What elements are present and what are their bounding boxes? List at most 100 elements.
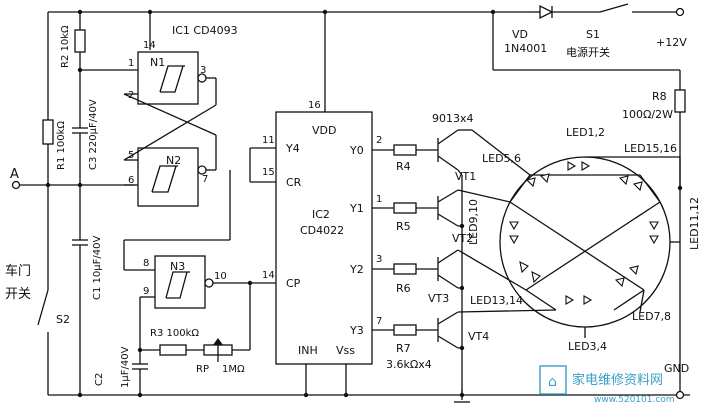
c1-label: C1 10μF/40V	[92, 236, 103, 300]
inh-label: INH	[298, 344, 318, 357]
pin-15-label: 15	[262, 167, 275, 178]
v12-label: +12V	[656, 36, 687, 49]
y3-label: Y3	[349, 324, 364, 337]
vt4-label: VT4	[468, 330, 489, 343]
led-ring: LED1,2 LED15,16 LED5,6 LED9,10 LED13,14 …	[457, 126, 701, 353]
gate-n1: N1 1 2 3	[80, 51, 216, 105]
rp-value: 1MΩ	[222, 364, 245, 375]
n3-label: N3	[170, 260, 185, 273]
pin-3-label: 3	[200, 65, 206, 76]
r6-label: R6	[396, 282, 411, 295]
cp-pin-label: 14	[262, 270, 275, 281]
c3-label: C3 220μF/40V	[88, 99, 99, 170]
vt1-label: VT1	[455, 170, 476, 183]
timing-network: R3 100kΩ RP 1MΩ C2 1μF/40V	[94, 283, 251, 395]
out-pin-1: 1	[376, 194, 382, 205]
vd-part: 1N4001	[504, 42, 547, 55]
led-1-2-label: LED1,2	[566, 126, 605, 139]
s2-label: S2	[56, 313, 70, 326]
led-1-2	[567, 161, 591, 171]
ic1-label-group: IC1 CD4093 14	[143, 24, 238, 51]
out-pin-7: 7	[376, 316, 382, 327]
resistor-r1: R1 100kΩ	[42, 119, 67, 185]
pin-1-label: 1	[128, 58, 134, 69]
r8-label: R8	[652, 90, 667, 103]
led-5-6-label: LED5,6	[482, 152, 521, 165]
n1-label: N1	[150, 56, 165, 69]
door-label-1: 车门	[5, 263, 31, 279]
vss-label: Vss	[336, 344, 355, 357]
led-7-8-label: LED7,8	[632, 310, 671, 323]
capacitor-c3: C3 220μF/40V	[72, 70, 99, 185]
door-switch-s2[interactable]: 车门 开关 S2	[5, 185, 70, 395]
r8-value: 100Ω/2W	[622, 108, 673, 121]
transistor-type-label: 9013x4	[432, 112, 474, 125]
led-15-16-label: LED15,16	[624, 142, 677, 155]
ic1-label: IC1 CD4093	[172, 24, 238, 37]
r7-label: R7	[396, 342, 411, 355]
led-13-14	[519, 261, 541, 284]
power-input: VD 1N4001 S1 电源开关 +12V R8 100Ω/2W GND	[325, 3, 689, 400]
y4-label: Y4	[285, 142, 300, 155]
out-pin-3: 3	[376, 254, 382, 265]
pin-7-label: 7	[202, 174, 208, 185]
r1-label: R1 100kΩ	[56, 121, 67, 170]
led-15-16	[618, 175, 643, 192]
output-stage: 9013x4 2 R4 VT1 1 R5 VT2 3 R6 VT3	[372, 112, 690, 398]
r3-label: R3 100kΩ	[150, 328, 199, 339]
resistor-r2: R2 10kΩ	[60, 25, 86, 73]
led-5-6	[525, 173, 550, 188]
led-7-8	[614, 265, 639, 288]
s1-label: S1	[586, 28, 600, 41]
watermark-url: www.520101.com	[594, 395, 675, 405]
watermark: ⌂ 家电维修资料网 www.520101.com	[539, 365, 675, 405]
pin-11-label: 11	[262, 135, 275, 146]
n2-label: N2	[166, 154, 181, 167]
ic2-part: CD4022	[300, 224, 344, 237]
cross-coupling	[123, 78, 217, 170]
vt3-label: VT3	[428, 292, 449, 305]
y2-label: Y2	[349, 263, 364, 276]
led-9-10-label: LED9,10	[467, 199, 480, 245]
vdd-label: VDD	[312, 124, 336, 137]
gate-n2: N2 5 6 7	[124, 147, 216, 207]
top-rail	[47, 9, 328, 120]
r2-label: R2 10kΩ	[60, 25, 71, 68]
pin-2-label: 2	[128, 90, 134, 101]
ic2-cd4022: VDD 16 Y4 CR CP IC2 CD4022 INH Vss Y0 Y1…	[249, 100, 373, 398]
vd-label: VD	[512, 28, 528, 41]
pin-16-label: 16	[308, 100, 321, 111]
r5-label: R5	[396, 220, 411, 233]
pin-6-label: 6	[128, 175, 134, 186]
s1-desc: 电源开关	[566, 45, 610, 59]
y0-label: Y0	[349, 144, 364, 157]
cp-label: CP	[286, 277, 301, 290]
led-3-4-label: LED3,4	[568, 340, 607, 353]
node-a: A	[10, 167, 135, 190]
ground-rail	[48, 390, 470, 403]
node-a-label: A	[10, 167, 19, 182]
pin-10-label: 10	[214, 271, 227, 282]
watermark-glyph: ⌂	[548, 374, 557, 390]
cr-label: CR	[286, 176, 302, 189]
led-3-4	[565, 295, 593, 305]
led-9-10	[509, 221, 519, 245]
led-11-12	[649, 221, 659, 245]
rp-label: RP	[196, 364, 209, 375]
c2-value: 1μF/40V	[120, 346, 131, 388]
pin-9-label: 9	[143, 286, 149, 297]
capacitor-c1: C1 10μF/40V	[72, 185, 103, 395]
ic2-label: IC2	[312, 208, 330, 221]
c2-label: C2	[94, 373, 105, 386]
out-pin-2: 2	[376, 135, 382, 146]
pin-14-label: 14	[143, 40, 156, 51]
led-11-12-label: LED11,12	[688, 197, 701, 250]
y1-label: Y1	[349, 202, 364, 215]
led-13-14-label: LED13,14	[470, 294, 523, 307]
gate-n3: N3 8 9 10	[123, 170, 276, 309]
r7-value: 3.6kΩx4	[386, 358, 432, 371]
pin-8-label: 8	[143, 258, 149, 269]
watermark-text: 家电维修资料网	[572, 372, 663, 388]
r4-label: R4	[396, 160, 411, 173]
